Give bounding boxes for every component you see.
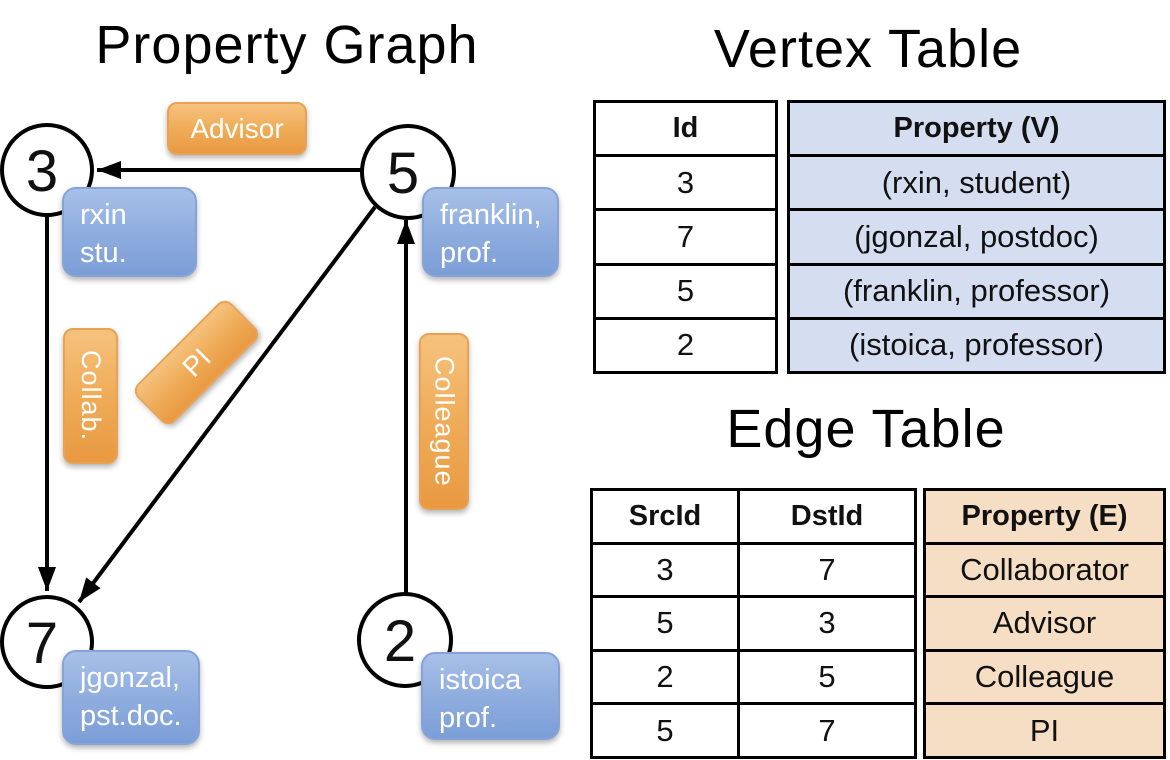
table-cell: Colleague [926,648,1163,703]
edge-table-id-columns: SrcId DstId 3 7 5 3 2 5 5 7 [590,488,917,759]
vertex-property-line: stu. [80,237,127,269]
vertex-property-line: prof. [439,702,498,734]
vertex-table-id-column: Id 3 7 5 2 [593,100,778,374]
table-row: 2 5 [593,648,914,703]
vertex-property-line: jgonzal, [80,662,180,694]
table-cell: (rxin, student) [790,154,1163,208]
edge-table-srcid-header: SrcId [593,491,741,542]
node-id-7: 7 [26,611,58,676]
edge-table-property-header: Property (E) [961,499,1128,532]
vertex-property-line: franklin, [440,199,542,231]
table-cell: Collaborator [926,541,1163,596]
vertex-property-box-jgonzal: jgonzal, pst.doc. [62,650,200,745]
table-cell: 7 [818,551,836,587]
table-cell: (jgonzal, postdoc) [790,208,1163,262]
edge-table-property-column: Property (E) Collaborator Advisor Collea… [923,488,1166,759]
vertex-property-box-franklin: franklin, prof. [422,187,559,277]
collab-edge-label: Collab. [63,328,118,464]
vertex-property-line: prof. [440,237,499,269]
vertex-table-id-header: Id [672,112,699,145]
table-cell: Advisor [926,595,1163,649]
table-cell: 7 [596,208,775,262]
colleague-edge-label: Colleague [419,333,469,510]
table-row: SrcId DstId [593,491,914,542]
table-cell: 3 [818,605,836,641]
table-cell: 2 [593,651,741,703]
edge-pi-5-to-7 [77,205,377,604]
vertex-property-box-rxin: rxin stu. [62,187,197,277]
advisor-edge-label: Advisor [167,102,307,155]
table-cell: 3 [593,544,741,596]
property-graph-title: Property Graph [95,15,479,75]
table-cell: 2 [596,316,775,371]
table-cell: 7 [818,712,836,748]
table-cell: 3 [596,154,775,208]
table-row: 3 7 [593,541,914,596]
node-id-3: 3 [26,139,58,204]
vertex-table-property-column: Property (V) (rxin, student) (jgonzal, p… [787,100,1166,374]
table-row: 5 7 [593,702,914,756]
edge-table-dstid-header: DstId [790,499,864,532]
vertex-property-line: pst.doc. [80,700,182,732]
table-cell: 5 [818,659,836,695]
node-id-2: 2 [384,609,416,674]
table-cell: (franklin, professor) [790,262,1163,317]
edge-table-title: Edge Table [726,399,1006,459]
table-cell: PI [926,702,1163,756]
table-cell: 5 [596,262,775,317]
table-cell: (istoica, professor) [790,316,1163,371]
table-row: 5 3 [593,595,914,649]
vertex-property-line: istoica [439,664,522,696]
vertex-property-line: rxin [80,199,127,231]
vertex-property-box-istoica: istoica prof. [421,652,560,740]
vertex-table-title: Vertex Table [713,19,1023,79]
vertex-table-property-header: Property (V) [893,112,1060,145]
table-cell: 5 [593,705,741,756]
node-id-5: 5 [387,141,419,206]
table-cell: 5 [593,598,741,649]
